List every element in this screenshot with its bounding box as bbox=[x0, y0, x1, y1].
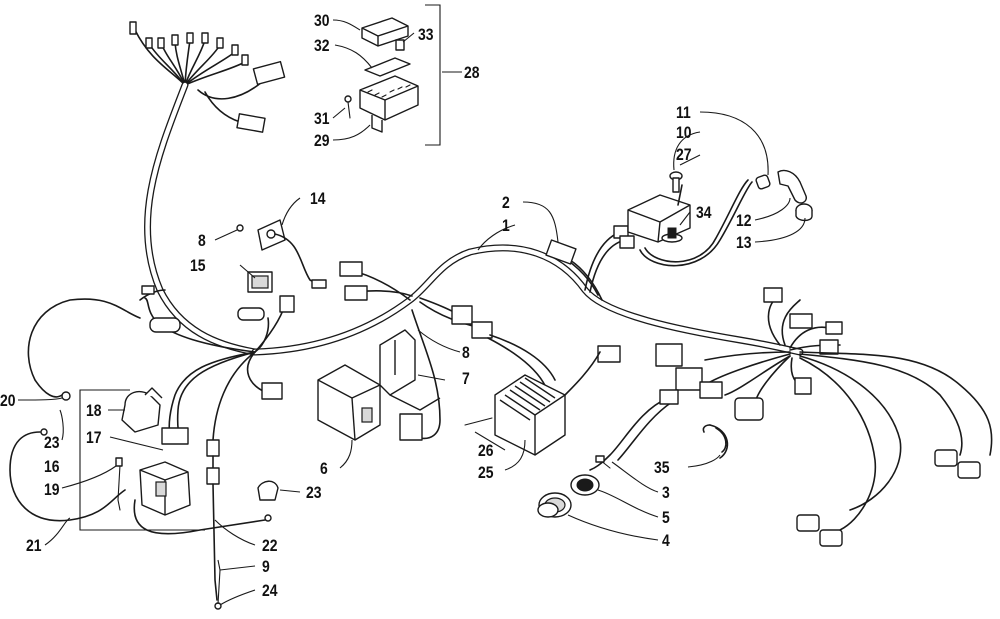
callout-30: 30 bbox=[314, 11, 330, 30]
callout-35: 35 bbox=[654, 458, 670, 477]
callout-17: 17 bbox=[86, 428, 102, 447]
relay-group-16 bbox=[9, 387, 272, 535]
callout-2: 2 bbox=[502, 193, 510, 212]
bracket-7 bbox=[379, 329, 441, 411]
headlight-connectors bbox=[796, 449, 981, 547]
callout-32: 32 bbox=[314, 36, 330, 55]
callout-23-right: 23 bbox=[306, 483, 322, 502]
callout-19: 19 bbox=[44, 480, 60, 499]
switch-14 bbox=[257, 219, 327, 289]
socket-5 bbox=[570, 474, 600, 496]
callout-13: 13 bbox=[736, 233, 752, 252]
callout-10: 10 bbox=[676, 123, 692, 142]
callout-16: 16 bbox=[44, 457, 60, 476]
callout-5: 5 bbox=[662, 508, 670, 527]
callout-15: 15 bbox=[190, 256, 206, 275]
callout-14: 14 bbox=[310, 189, 326, 208]
callout-1: 1 bbox=[502, 216, 510, 235]
module-10 bbox=[627, 171, 691, 243]
fuse-box-group-28 bbox=[344, 4, 441, 146]
callout-4: 4 bbox=[662, 531, 670, 550]
callout-21: 21 bbox=[26, 536, 42, 555]
callout-22: 22 bbox=[262, 536, 278, 555]
callout-11: 11 bbox=[676, 103, 691, 122]
callout-7: 7 bbox=[462, 369, 470, 388]
callout-8-top: 8 bbox=[198, 231, 206, 250]
callout-31: 31 bbox=[314, 109, 330, 128]
callout-28: 28 bbox=[464, 63, 480, 82]
callout-23-left: 23 bbox=[44, 433, 60, 452]
callout-27: 27 bbox=[676, 145, 692, 164]
socket-4 bbox=[537, 492, 572, 518]
callout-29: 29 bbox=[314, 131, 330, 150]
ring-35 bbox=[702, 424, 729, 459]
terminal-fan-bundle bbox=[129, 21, 286, 133]
cdi-box-6 bbox=[317, 364, 381, 441]
callout-24: 24 bbox=[262, 581, 278, 600]
callout-9: 9 bbox=[262, 557, 270, 576]
callout-25: 25 bbox=[478, 463, 494, 482]
callout-18: 18 bbox=[86, 401, 102, 420]
leader-lines bbox=[17, 19, 806, 606]
callout-20: 20 bbox=[0, 391, 16, 410]
parts-11-12-13 bbox=[755, 169, 813, 222]
callout-8-center: 8 bbox=[462, 343, 470, 362]
callout-6: 6 bbox=[320, 459, 328, 478]
regulator-25 bbox=[494, 374, 566, 456]
callout-26: 26 bbox=[478, 441, 494, 460]
callout-34: 34 bbox=[696, 203, 712, 222]
callout-12: 12 bbox=[736, 211, 752, 230]
callout-33: 33 bbox=[418, 25, 434, 44]
callout-3: 3 bbox=[662, 483, 670, 502]
